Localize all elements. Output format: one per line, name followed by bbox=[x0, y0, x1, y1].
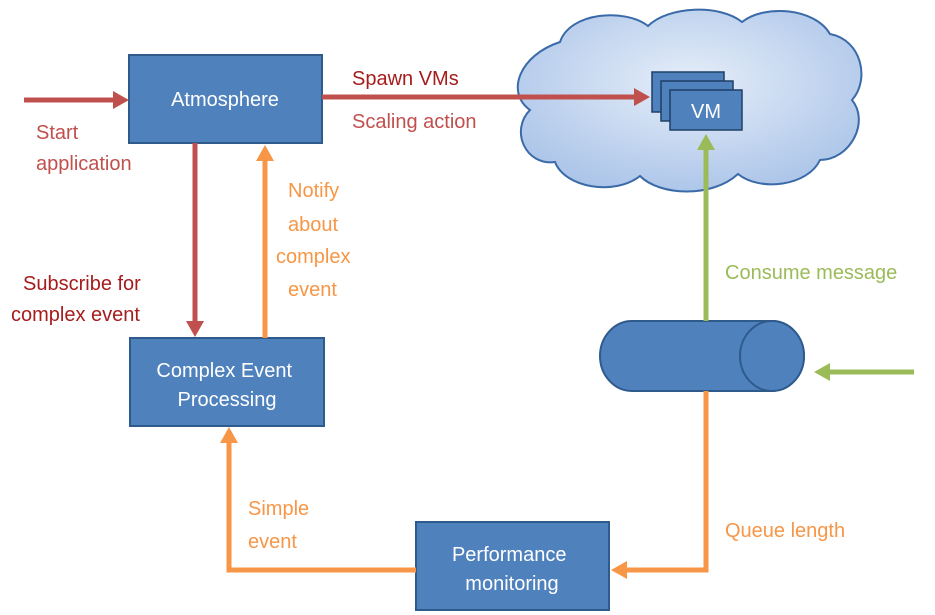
scaling-label: Scaling action bbox=[352, 111, 477, 133]
cep-label-line1: Complex Event bbox=[156, 360, 292, 382]
arrows bbox=[24, 88, 914, 579]
simple-event-label-line2: event bbox=[248, 531, 297, 553]
subscribe-arrow-head bbox=[186, 321, 204, 337]
queue-end-cap bbox=[739, 320, 805, 392]
cep-box: Complex Event Processing bbox=[129, 337, 325, 427]
notify-label-line2: about bbox=[288, 214, 338, 236]
start-label: Start application bbox=[36, 122, 132, 175]
simple-event-arrow bbox=[226, 441, 416, 573]
start-label-line1: Start bbox=[36, 122, 79, 144]
queue-length-arrow-head bbox=[611, 561, 627, 579]
performance-monitoring-box: Performance monitoring bbox=[415, 521, 610, 611]
atmosphere-box: Atmosphere bbox=[128, 54, 323, 144]
spawn-label: Spawn VMs bbox=[352, 68, 459, 90]
notify-label-line4: event bbox=[288, 279, 337, 301]
perf-label-line1: Performance bbox=[452, 544, 567, 566]
notify-arrow-head bbox=[256, 145, 274, 161]
vm-box-front bbox=[669, 89, 743, 131]
vm-label: VM bbox=[691, 101, 721, 123]
notify-label-line1: Notify bbox=[288, 180, 339, 202]
subscribe-label-line1: Subscribe for bbox=[23, 273, 141, 295]
simple-event-label: Simple event bbox=[248, 498, 315, 553]
subscribe-label: Subscribe for complex event bbox=[11, 273, 146, 326]
perf-label-line2: monitoring bbox=[465, 573, 558, 595]
atmosphere-label: Atmosphere bbox=[171, 89, 279, 111]
simple-event-arrow-head bbox=[220, 427, 238, 443]
simple-event-label-line1: Simple bbox=[248, 498, 309, 520]
incoming-message-arrow-head bbox=[814, 363, 830, 381]
subscribe-label-line2: complex event bbox=[11, 304, 140, 326]
queue-length-arrow bbox=[625, 391, 709, 573]
start-label-line2: application bbox=[36, 153, 132, 175]
labels: Start application Spawn VMs Scaling acti… bbox=[11, 68, 897, 553]
cep-label-line2: Processing bbox=[178, 389, 277, 411]
spawn-arrow-head bbox=[634, 88, 650, 106]
vm-stack: VM bbox=[651, 71, 743, 131]
start-arrow-head bbox=[113, 91, 129, 109]
notify-label: Notify about complex event bbox=[276, 180, 356, 301]
consume-label: Consume message bbox=[725, 262, 897, 284]
svg-text:Performance monitoring: Performance monitoring bbox=[452, 544, 572, 595]
queue-length-label: Queue length bbox=[725, 520, 845, 542]
notify-label-line3: complex bbox=[276, 246, 350, 268]
consume-arrow-head bbox=[697, 134, 715, 150]
svg-text:Complex Event Processing: Complex Event Processing bbox=[156, 360, 297, 411]
message-queue bbox=[599, 320, 805, 392]
